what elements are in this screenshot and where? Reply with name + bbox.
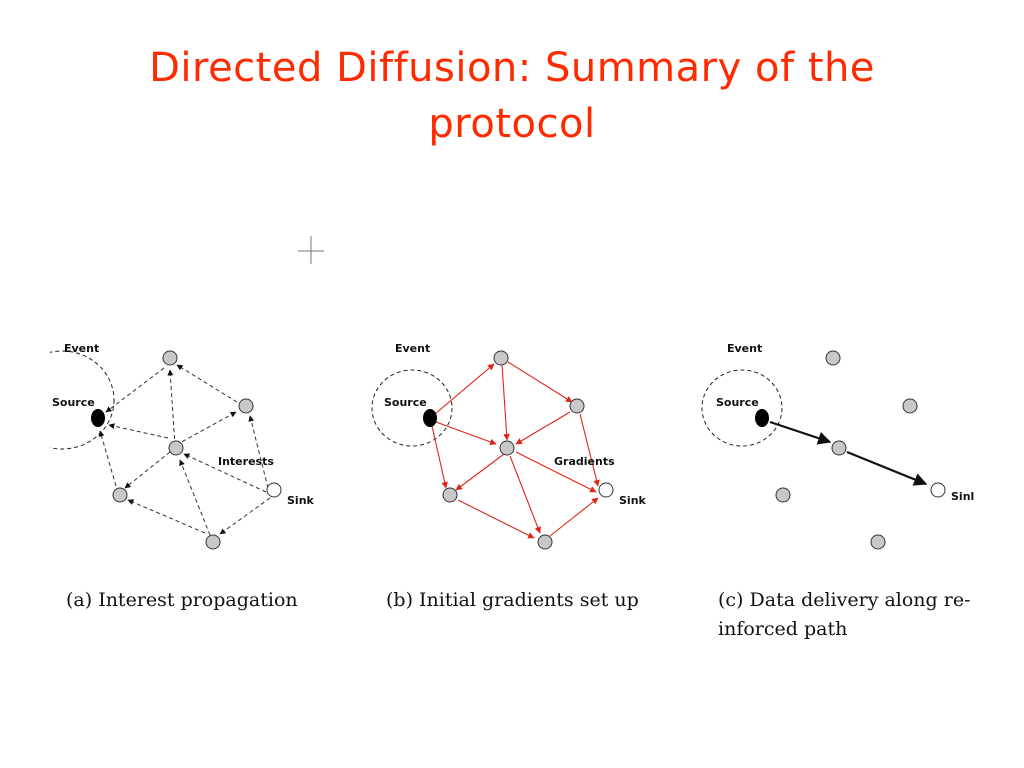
sensor-node	[537, 534, 553, 550]
event-region	[50, 350, 115, 450]
gradient-edge	[507, 361, 573, 403]
gradients-label: Gradients	[554, 455, 615, 468]
source-label: Source	[384, 396, 427, 409]
event-label: Event	[395, 342, 430, 355]
gradient-edge	[515, 451, 597, 493]
sink-node	[930, 482, 946, 498]
sink-node	[266, 482, 282, 498]
sensor-node	[238, 398, 254, 414]
sensor-node	[569, 398, 585, 414]
caption-c-line1: (c) Data delivery along re-	[718, 589, 971, 611]
interest-edge	[183, 453, 267, 493]
interest-edge	[176, 364, 238, 403]
interest-edge	[219, 497, 271, 535]
caption-c: (c) Data delivery along re- inforced pat…	[718, 586, 978, 644]
event-region	[701, 369, 783, 447]
caption-b-text: (b) Initial gradients set up	[386, 589, 639, 611]
interest-edge	[167, 369, 176, 447]
gradient-edge	[579, 413, 600, 487]
sink-node	[598, 482, 614, 498]
diagram-initial-gradients: Event Source Gradients Sink	[371, 342, 647, 550]
diagram-data-delivery: Event Source Sinl	[701, 342, 974, 550]
sensor-node	[162, 350, 178, 366]
crosshair-cursor-icon	[298, 236, 324, 264]
gradient-edge	[501, 363, 510, 441]
sensor-node	[493, 350, 509, 366]
event-label: Event	[64, 342, 99, 355]
interest-edge	[127, 499, 206, 534]
slide-title: Directed Diffusion: Summary of the proto…	[0, 40, 1024, 152]
slide-title-line2: protocol	[428, 101, 596, 147]
caption-a: (a) Interest propagation	[66, 586, 346, 615]
reinforced-path	[769, 420, 928, 486]
interest-edge	[108, 423, 169, 439]
sink-label: Sink	[619, 494, 647, 507]
interest-edge	[248, 415, 269, 489]
sensor-node	[825, 350, 841, 366]
reinforced-edge	[769, 420, 832, 445]
sensor-node	[205, 534, 221, 550]
diagram-interest-propagation: Event Source Interests Sink	[50, 342, 315, 550]
gradient-edge	[515, 411, 571, 445]
gradient-edge	[549, 497, 599, 537]
sensor-node	[168, 440, 184, 456]
interest-edge	[175, 411, 237, 446]
gradient-edge	[455, 453, 505, 491]
source-label: Source	[52, 396, 95, 409]
source-label: Source	[716, 396, 759, 409]
interest-edge	[98, 430, 117, 487]
gradient-edge	[431, 425, 448, 489]
sink-label: Sinl	[951, 490, 974, 503]
gradient-edge	[435, 421, 497, 446]
interest-edges	[98, 364, 271, 536]
source-node	[91, 409, 105, 427]
source-node	[423, 409, 437, 427]
caption-c-line2: inforced path	[718, 618, 848, 640]
caption-a-text: (a) Interest propagation	[66, 589, 298, 611]
gradient-edge	[457, 499, 535, 539]
sensor-node	[775, 487, 791, 503]
event-label: Event	[727, 342, 762, 355]
reinforced-edge	[846, 450, 928, 486]
sensor-node	[499, 440, 515, 456]
interests-label: Interests	[218, 455, 274, 468]
gradient-edge	[509, 455, 541, 534]
gradient-edge	[434, 363, 495, 415]
interest-edge	[124, 451, 171, 489]
sensor-node	[442, 487, 458, 503]
sensor-node	[112, 487, 128, 503]
caption-b: (b) Initial gradients set up	[386, 586, 666, 615]
interest-edge	[105, 367, 165, 413]
sensor-node	[831, 440, 847, 456]
source-node	[755, 409, 769, 427]
sensor-node	[870, 534, 886, 550]
sensor-node	[902, 398, 918, 414]
event-region	[371, 369, 453, 447]
gradient-edges	[431, 361, 600, 539]
slide-title-line1: Directed Diffusion: Summary of the	[149, 45, 875, 91]
sink-label: Sink	[287, 494, 315, 507]
